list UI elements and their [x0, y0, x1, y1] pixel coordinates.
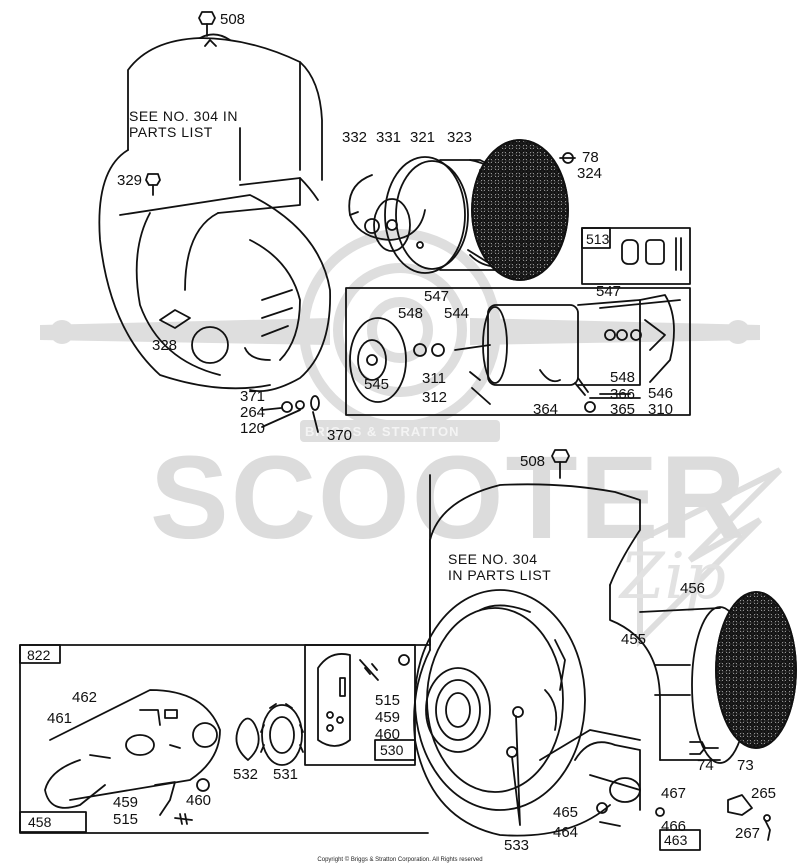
part-label-455: 455: [621, 631, 647, 648]
part-label-264: 264: [240, 404, 266, 421]
part-label-547: 547: [424, 288, 450, 305]
part-label-515: 515: [375, 692, 401, 709]
part-label-366: 366: [610, 386, 636, 403]
link-532: [235, 717, 260, 761]
part-label-459: 459: [113, 794, 139, 811]
part-label-329: 329: [117, 172, 143, 189]
clip-265: [727, 794, 753, 816]
box-label-458: 458: [28, 814, 52, 830]
screw-329: [145, 173, 161, 196]
screen-456: [715, 591, 797, 749]
leader-533: [511, 715, 521, 826]
part-label-532: 532: [233, 766, 259, 783]
pulley-321: [384, 156, 511, 274]
part-label-265: 265: [751, 785, 777, 802]
part-label-548: 548: [610, 369, 636, 386]
part-label-462: 462: [72, 689, 98, 706]
part-label-547: 547: [596, 283, 622, 300]
screen-324: [471, 139, 569, 281]
part-label-370: 370: [327, 427, 353, 444]
note-bottom-line1: SEE NO. 304: [448, 551, 538, 567]
part-label-311: 311: [422, 370, 446, 387]
part-label-312: 312: [422, 389, 448, 406]
part-label-515: 515: [113, 811, 139, 828]
part-label-533: 533: [504, 837, 530, 854]
part-label-331: 331: [376, 129, 402, 146]
part-label-544: 544: [444, 305, 470, 322]
note-bottom: SEE NO. 304 IN PARTS LIST: [448, 551, 551, 583]
note-bottom-line2: IN PARTS LIST: [448, 567, 552, 584]
box-label-530: 530: [380, 742, 404, 758]
copyright-notice: Copyright © Briggs & Stratton Corporatio…: [317, 857, 483, 863]
part-label-460: 460: [186, 792, 212, 809]
part-label-120: 120: [240, 420, 266, 437]
part-label-365: 365: [610, 401, 636, 418]
part-label-531: 531: [273, 766, 299, 783]
blower-housing-top: [98, 33, 331, 393]
governor-463: [539, 729, 701, 851]
watermark-brand-large: SCOOTER: [150, 432, 748, 564]
part-label-328: 328: [152, 337, 178, 354]
part-label-323: 323: [447, 129, 473, 146]
plate-530: [304, 644, 416, 766]
part-label-508: 508: [220, 11, 246, 28]
note-top: SEE NO. 304 IN PARTS LIST: [129, 108, 238, 140]
part-label-508: 508: [520, 453, 546, 470]
box-label-822: 822: [27, 647, 51, 663]
part-label-545: 545: [364, 376, 390, 393]
part-label-459: 459: [375, 709, 401, 726]
part-label-78: 78: [582, 149, 599, 166]
part-label-460: 460: [375, 726, 401, 743]
spring-332: [348, 174, 426, 241]
screw-267: [763, 814, 771, 841]
part-label-467: 467: [661, 785, 687, 802]
kit-513: [581, 227, 691, 285]
starter-box: [345, 287, 691, 416]
bracket-822: [19, 644, 221, 833]
bolt-508-top: [198, 11, 216, 37]
part-label-332: 332: [342, 129, 368, 146]
part-label-364: 364: [533, 401, 559, 418]
gear-531: [260, 703, 304, 766]
part-label-464: 464: [553, 824, 579, 841]
washers-264-120-370: [261, 395, 320, 433]
blower-housing-bottom: [413, 483, 661, 837]
part-label-371: 371: [240, 388, 266, 405]
part-label-461: 461: [47, 710, 73, 727]
parts-459-515-460a: [154, 778, 210, 825]
screw-74: [689, 741, 719, 755]
part-label-465: 465: [553, 804, 579, 821]
watermark-brand-small: BRIGGS & STRATTON: [305, 424, 460, 439]
part-label-548: 548: [398, 305, 424, 322]
screw-78: [559, 152, 576, 164]
part-label-324: 324: [577, 165, 603, 182]
note-top-line1: SEE NO. 304 IN: [129, 108, 238, 124]
watermark-script: Zip: [620, 540, 726, 614]
box-label-513: 513: [586, 231, 610, 247]
part-label-466: 466: [661, 818, 687, 835]
part-label-73: 73: [737, 757, 754, 774]
bolt-508-bottom: [551, 449, 570, 479]
note-top-line2: PARTS LIST: [129, 124, 213, 141]
part-label-267: 267: [735, 825, 761, 842]
part-label-546: 546: [648, 385, 674, 402]
box-label-463: 463: [664, 832, 688, 848]
bottom-frame: [19, 474, 431, 834]
part-label-321: 321: [410, 129, 436, 146]
part-label-456: 456: [680, 580, 706, 597]
part-label-310: 310: [648, 401, 674, 418]
part-label-74: 74: [697, 757, 714, 774]
